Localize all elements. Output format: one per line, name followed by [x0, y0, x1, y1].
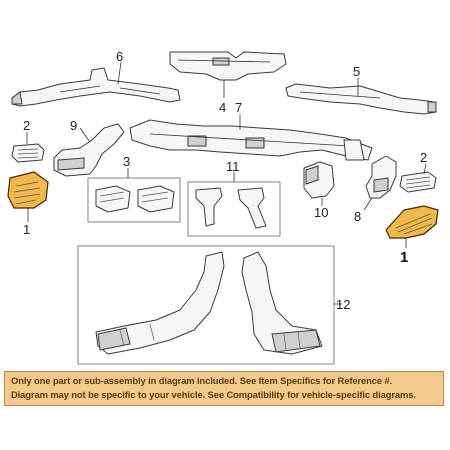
callout-7: 7	[235, 100, 242, 115]
part-12-floor-ducts	[95, 251, 323, 355]
part-4-duct	[169, 51, 287, 81]
part-9-duct	[53, 123, 125, 177]
callout-4: 4	[219, 100, 226, 115]
disclaimer-line-1: Only one part or sub-assembly in diagram…	[11, 375, 393, 386]
part-3-vents	[95, 185, 175, 213]
callout-6: 6	[116, 49, 123, 64]
callout-2-left: 2	[23, 118, 30, 133]
callout-10: 10	[314, 205, 328, 220]
callout-9: 9	[70, 118, 77, 133]
part-2-right-vent	[399, 171, 437, 193]
part-1-right-vent-highlighted	[385, 205, 439, 239]
disclaimer-banner: Only one part or sub-assembly in diagram…	[4, 371, 444, 406]
part-11-brackets	[195, 187, 267, 229]
part-1-left-vent-highlighted	[7, 171, 49, 209]
part-7-center-duct	[129, 119, 373, 161]
callout-5: 5	[353, 64, 360, 79]
callout-3: 3	[123, 154, 130, 169]
part-6-duct	[11, 67, 181, 107]
part-5-duct	[285, 83, 437, 115]
group-12-box	[77, 245, 335, 365]
callout-8: 8	[354, 209, 361, 224]
part-1-right-fill	[385, 205, 439, 239]
callout-1-right: 1	[400, 249, 408, 266]
callout-12: 12	[336, 297, 350, 312]
part-10-duct	[303, 161, 335, 199]
group-3-box	[87, 177, 181, 223]
part-2-left-vent	[11, 143, 45, 163]
callout-2-right: 2	[420, 150, 427, 165]
disclaimer-line-2: Diagram may not be specific to your vehi…	[11, 389, 416, 400]
callout-1-left: 1	[23, 222, 30, 237]
part-8-elbow	[365, 155, 397, 199]
callout-11: 11	[226, 159, 240, 174]
